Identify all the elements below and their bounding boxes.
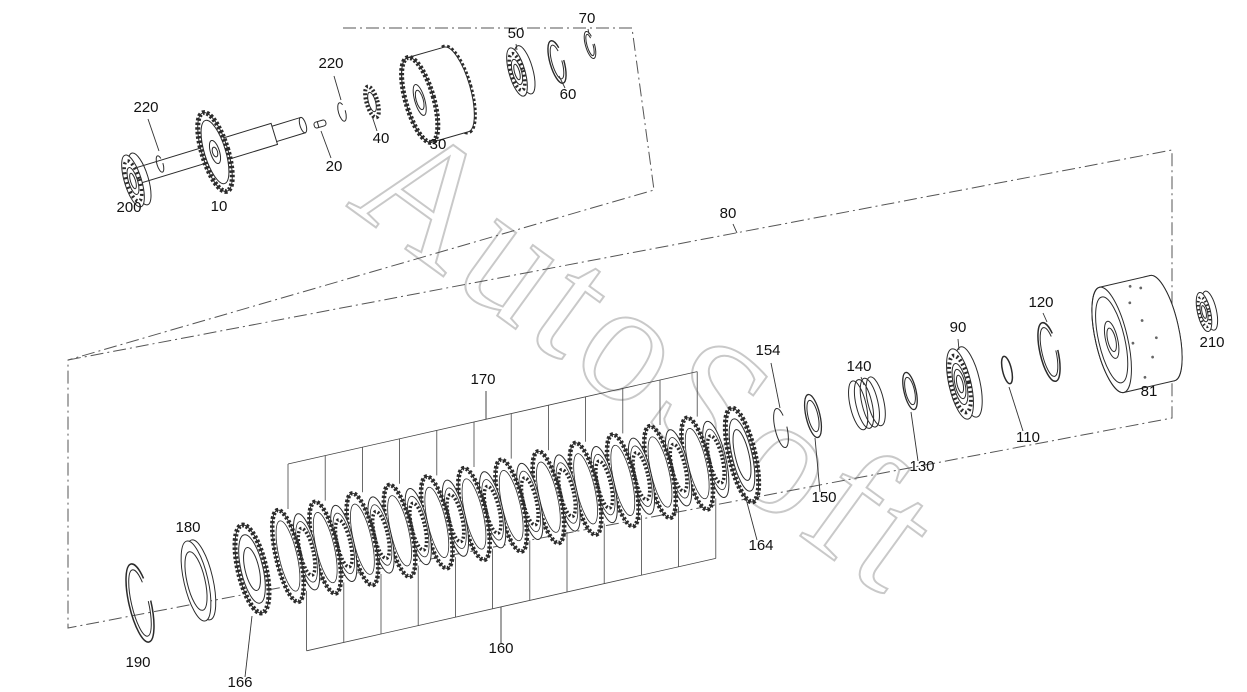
part-label-164: 164	[748, 537, 773, 554]
part-label-120: 120	[1028, 294, 1053, 311]
part-180-plate	[180, 539, 217, 622]
leader-166	[244, 615, 253, 678]
drum-hole-pattern	[1128, 284, 1158, 379]
part-30-gear	[399, 44, 477, 145]
leader-70	[587, 28, 590, 35]
part-label-210: 210	[1199, 334, 1224, 351]
subassembly-boundary	[67, 27, 655, 361]
disc-label-brackets	[287, 371, 717, 652]
part-20-pin	[313, 119, 327, 129]
part-number-labels: 220 200 10 220 20 40 30 50 60 70 80 90 120 110 130 150 1…	[116, 10, 1224, 691]
outer-clutch-disc	[269, 507, 307, 605]
part-label-30: 30	[430, 136, 447, 153]
leader-90	[957, 338, 960, 351]
outer-clutch-disc	[641, 423, 679, 521]
part-label-20: 20	[326, 158, 343, 175]
part-label-40: 40	[373, 130, 390, 147]
part-200-bearing	[121, 152, 152, 208]
part-label-50: 50	[508, 25, 525, 42]
part-label-10: 10	[211, 198, 228, 215]
diagram-root: 220 200 10 220 20 40 30 50 60 70 80 90 120 110 130 150 1…	[67, 10, 1225, 691]
top-subassembly	[121, 30, 597, 208]
leader-130	[910, 411, 919, 462]
part-label-180: 180	[175, 519, 200, 536]
inner-clutch-disc	[664, 429, 693, 507]
outer-clutch-disc	[381, 482, 418, 579]
outer-clutch-disc	[679, 415, 716, 512]
part-label-90: 90	[950, 319, 967, 336]
bracket-160	[306, 558, 716, 652]
leader-120	[1042, 312, 1048, 323]
inner-clutch-disc	[441, 479, 470, 557]
part-label-70: 70	[579, 10, 596, 27]
part-210-bearing	[1195, 290, 1219, 333]
leader-80	[732, 223, 738, 234]
part-label-80: 80	[720, 205, 737, 222]
part-label-200: 200	[116, 199, 141, 216]
leader-60	[558, 75, 566, 89]
outer-clutch-disc	[493, 457, 530, 554]
part-label-170: 170	[470, 371, 495, 388]
part-40-ring	[363, 84, 381, 120]
part-label-166: 166	[227, 674, 252, 691]
leader-220-left	[147, 118, 160, 152]
inner-clutch-disc	[404, 488, 432, 566]
part-10-input-shaft	[130, 110, 308, 194]
part-150-ring	[803, 393, 823, 439]
leader-140	[860, 376, 865, 386]
part-label-150: 150	[811, 489, 836, 506]
part-label-140: 140	[846, 358, 871, 375]
part-164-end-plate	[722, 405, 762, 505]
leader-20	[320, 130, 332, 159]
part-label-220-left: 220	[133, 99, 158, 116]
outer-clutch-disc	[418, 474, 455, 571]
bracket-170	[287, 371, 698, 465]
part-81-clutch-drum	[1091, 274, 1183, 394]
leader-40	[371, 115, 378, 132]
part-label-190: 190	[125, 654, 150, 671]
part-label-220-right: 220	[318, 55, 343, 72]
clutch-disc-pack	[269, 415, 730, 605]
part-90-bearing	[946, 346, 983, 420]
leader-164	[744, 494, 758, 541]
part-166-end-disc	[232, 522, 272, 616]
part-label-110: 110	[1016, 429, 1040, 446]
outer-clutch-disc	[530, 449, 567, 546]
part-140-spring	[848, 376, 886, 431]
part-220-snap-ring-right	[337, 102, 347, 122]
leader-220-right	[333, 75, 342, 101]
leader-110	[1008, 386, 1024, 432]
part-110-ring	[1000, 355, 1014, 385]
leader-50	[515, 43, 518, 51]
part-label-160: 160	[488, 640, 513, 657]
inner-clutch-disc	[627, 437, 656, 515]
leader-154	[770, 362, 781, 409]
part-label-60: 60	[560, 86, 577, 103]
part-70-snap-ring	[583, 30, 597, 60]
part-label-81: 81	[1141, 383, 1158, 400]
part-130-ring	[902, 371, 918, 411]
part-label-154: 154	[755, 342, 780, 359]
leader-150	[814, 437, 821, 493]
part-label-130: 130	[909, 458, 934, 475]
group-80-boundary	[67, 149, 1173, 629]
part-50-bearing	[506, 45, 536, 97]
